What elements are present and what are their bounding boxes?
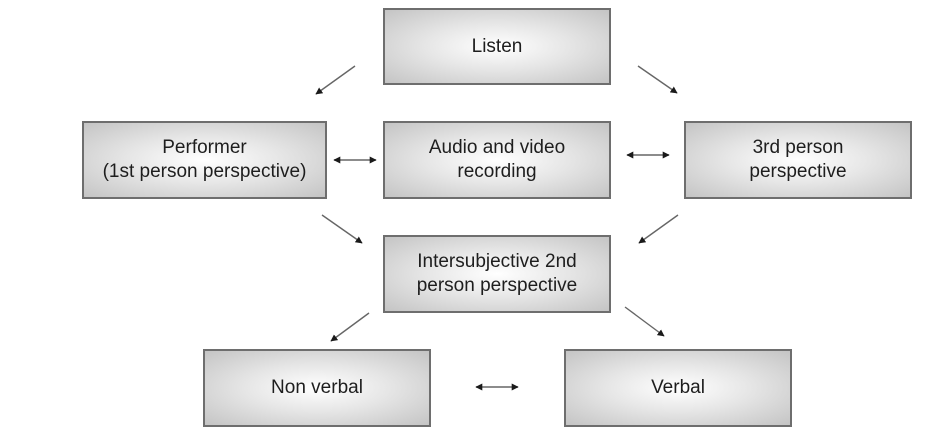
arrow-listen-to-performer	[315, 65, 356, 95]
node-audio-video-recording: Audio and video recording	[383, 121, 611, 199]
node-non-verbal: Non verbal	[203, 349, 431, 427]
arrow-intersubjective-to-verbal	[624, 306, 665, 337]
node-label: Verbal	[651, 377, 705, 398]
node-label: 3rd person perspective	[749, 137, 847, 182]
node-label: Non verbal	[271, 377, 363, 398]
node-label: Audio and video recording	[428, 137, 566, 182]
node-third-person-perspective: 3rd person perspective	[684, 121, 912, 199]
node-label: Performer (1st person perspective)	[102, 137, 307, 182]
arrow-performer-to-intersubjective	[321, 214, 363, 244]
arrow-listen-to-third-person	[637, 65, 678, 94]
node-listen: Listen	[383, 8, 611, 85]
node-label: Intersubjective 2nd person perspective	[416, 251, 578, 296]
arrow-intersubjective-to-non-verbal	[330, 312, 370, 342]
node-verbal: Verbal	[564, 349, 792, 427]
node-intersubjective-perspective: Intersubjective 2nd person perspective	[383, 235, 611, 313]
arrow-third-person-to-intersubjective	[638, 214, 679, 244]
node-performer: Performer (1st person perspective)	[82, 121, 327, 199]
node-label: Listen	[471, 35, 523, 57]
